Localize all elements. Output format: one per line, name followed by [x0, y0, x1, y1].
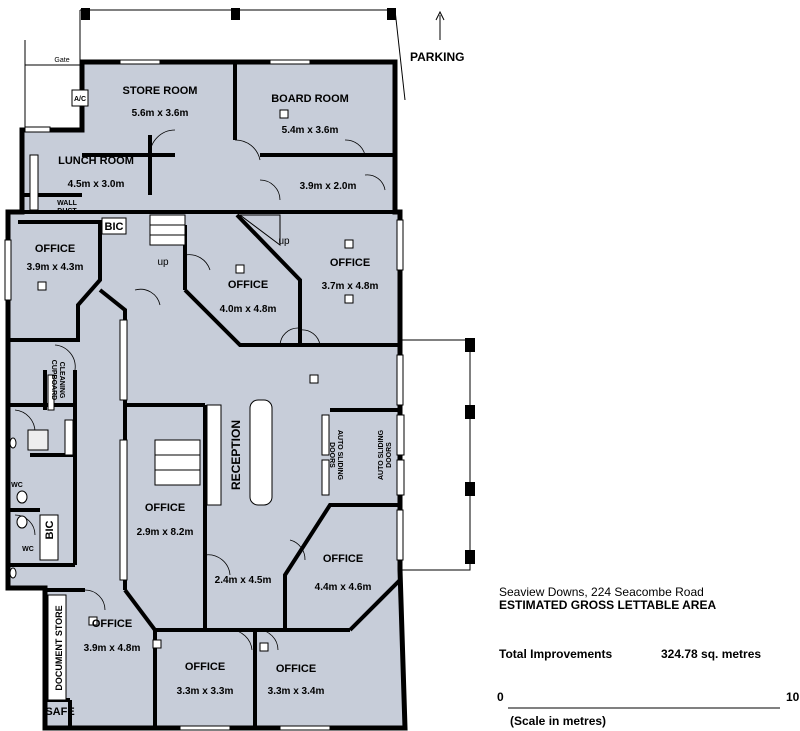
- total-label: Total Improvements: [499, 647, 612, 661]
- room-office: OFFICE 3.9m x 4.3m: [27, 243, 84, 273]
- scale-start: 0: [497, 690, 504, 704]
- document-store-label: DOCUMENT STORE: [54, 605, 64, 690]
- parking-label: PARKING: [410, 50, 464, 64]
- ceiling-light-icons: [37, 109, 354, 652]
- svg-text:OFFICE: OFFICE: [276, 663, 316, 675]
- porch: [400, 338, 475, 571]
- auto-sliding-doors-label: AUTO SLIDING: [336, 430, 343, 481]
- parking-outline: [24, 8, 406, 130]
- cleaning-cupboard-label: CUPBOARD: [50, 360, 57, 400]
- stair-up-label: up: [157, 257, 169, 268]
- room-lunch-room: LUNCH ROOM 4.5m x 3.0m: [58, 155, 134, 190]
- north-arrow-icon: [435, 10, 445, 40]
- wc-label: WC: [22, 546, 34, 553]
- svg-text:OFFICE: OFFICE: [145, 502, 185, 514]
- auto-sliding-doors-label: DOORS: [386, 442, 393, 468]
- svg-text:4.5m x 3.0m: 4.5m x 3.0m: [68, 179, 125, 190]
- svg-text:LUNCH ROOM: LUNCH ROOM: [58, 155, 134, 167]
- svg-text:5.4m x 3.6m: 5.4m x 3.6m: [282, 125, 339, 136]
- svg-text:OFFICE: OFFICE: [185, 661, 225, 673]
- svg-text:2.4m x 4.5m: 2.4m x 4.5m: [215, 575, 272, 586]
- svg-text:4.4m x 4.6m: 4.4m x 4.6m: [315, 582, 372, 593]
- room-office: OFFICE 4.4m x 4.6m: [315, 553, 372, 593]
- room-office: OFFICE 3.9m x 4.8m: [84, 618, 141, 654]
- stair-up-label: up: [278, 236, 290, 247]
- room-office: OFFICE 4.0m x 4.8m: [220, 279, 277, 315]
- room-hall: 2.4m x 4.5m: [215, 575, 272, 586]
- auto-sliding-doors-label: DOORS: [328, 442, 335, 468]
- svg-text:5.6m x 3.6m: 5.6m x 3.6m: [132, 108, 189, 119]
- total-value: 324.78 sq. metres: [661, 647, 761, 661]
- address: Seaview Downs, 224 Seacombe Road: [499, 585, 704, 599]
- svg-text:OFFICE: OFFICE: [35, 243, 75, 255]
- outer-walls: [5, 59, 408, 731]
- wall-duct-label: WALL: [57, 200, 78, 207]
- wall-duct-label: DUCT: [57, 208, 77, 215]
- room-office: OFFICE 3.3m x 3.4m: [268, 663, 325, 697]
- svg-text:3.9m x 4.3m: 3.9m x 4.3m: [27, 262, 84, 273]
- cleaning-cupboard-label: CLEANING: [58, 362, 65, 399]
- svg-text:2.9m x 8.2m: 2.9m x 8.2m: [137, 527, 194, 538]
- svg-text:OFFICE: OFFICE: [330, 257, 370, 269]
- svg-text:OFFICE: OFFICE: [92, 618, 132, 630]
- room-office: OFFICE 3.3m x 3.3m: [177, 661, 234, 697]
- svg-text:3.9m x 4.8m: 3.9m x 4.8m: [84, 643, 141, 654]
- svg-text:4.0m x 4.8m: 4.0m x 4.8m: [220, 304, 277, 315]
- svg-text:STORE ROOM: STORE ROOM: [123, 85, 198, 97]
- room-board-room: BOARD ROOM 5.4m x 3.6m: [271, 93, 349, 136]
- room-corridor-area: 3.9m x 2.0m: [300, 181, 357, 192]
- svg-text:BOARD ROOM: BOARD ROOM: [271, 93, 349, 105]
- svg-text:3.3m x 3.3m: 3.3m x 3.3m: [177, 686, 234, 697]
- svg-text:3.9m x 2.0m: 3.9m x 2.0m: [300, 181, 357, 192]
- stairs: [149, 214, 281, 486]
- door-swings: [14, 129, 386, 651]
- bic-label: BIC: [44, 520, 56, 539]
- room-store-room: STORE ROOM 5.6m x 3.6m: [123, 85, 198, 119]
- svg-text:OFFICE: OFFICE: [323, 553, 363, 565]
- svg-text:OFFICE: OFFICE: [228, 279, 268, 291]
- scale-end: 10: [786, 690, 800, 704]
- gate-label: Gate: [54, 57, 69, 64]
- safe-label: SAFE: [45, 706, 74, 718]
- auto-sliding-doors-label: AUTO SLIDING: [378, 429, 385, 480]
- svg-text:3.3m x 3.4m: 3.3m x 3.4m: [268, 686, 325, 697]
- svg-text:3.7m x 4.8m: 3.7m x 4.8m: [322, 281, 379, 292]
- bic-label: BIC: [105, 221, 124, 233]
- subtitle: ESTIMATED GROSS LETTABLE AREA: [499, 598, 716, 612]
- room-office: OFFICE 2.9m x 8.2m: [137, 502, 194, 538]
- scale-caption: (Scale in metres): [510, 714, 606, 728]
- wc-label: WC: [11, 482, 23, 489]
- room-office: OFFICE 3.7m x 4.8m: [322, 257, 379, 292]
- reception-label: RECEPTION: [229, 420, 243, 490]
- ac-label: A/C: [74, 96, 86, 103]
- fixtures: [9, 89, 127, 701]
- windows: [4, 59, 405, 731]
